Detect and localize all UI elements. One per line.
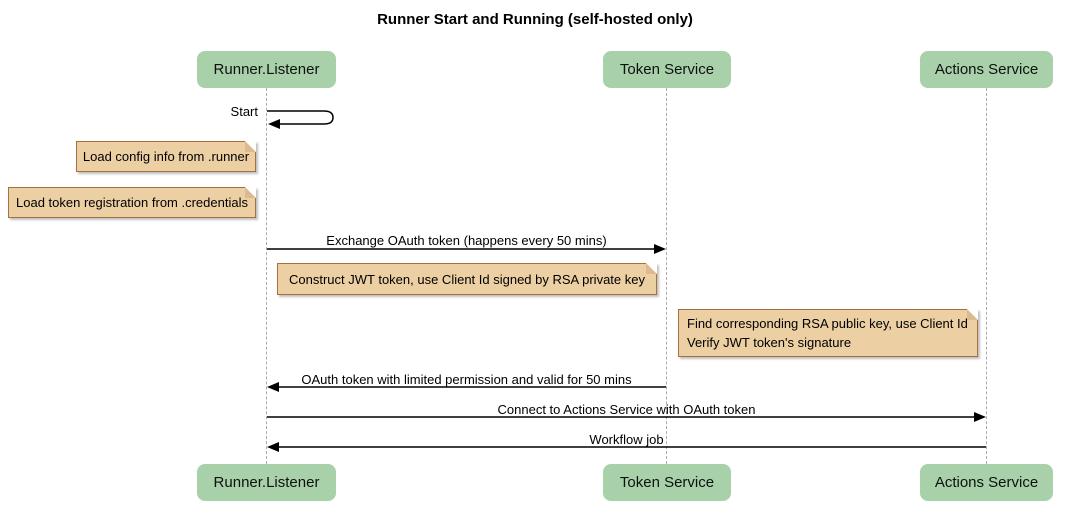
participant-label: Actions Service [934,61,1039,78]
message-workflow-job-label: Workflow job [589,432,664,447]
participant-actions-service-bottom: Actions Service [920,464,1053,501]
self-loop-arrow-line [267,110,334,125]
participant-token-service-bottom: Token Service [603,464,731,501]
participant-actions-service-top: Actions Service [920,51,1053,88]
participant-label: Runner.Listener [213,474,320,491]
note-text-line1: Find corresponding RSA public key, use C… [687,316,968,331]
lifeline-runner-listener [266,88,267,464]
lifeline-actions-service [986,88,987,464]
note-construct-jwt: Construct JWT token, use Client Id signe… [277,263,657,295]
note-verify-jwt: Find corresponding RSA public key, use C… [678,309,978,357]
diagram-title: Runner Start and Running (self-hosted on… [377,11,693,28]
note-text-line2: Verify JWT token's signature [687,335,852,350]
participant-runner-listener-top: Runner.Listener [197,51,336,88]
note-text: Construct JWT token, use Client Id signe… [289,271,645,287]
lifeline-token-service [666,88,667,464]
message-oauth-return-label: OAuth token with limited permission and … [301,372,632,387]
participant-label: Runner.Listener [213,61,320,78]
message-exchange-oauth-label: Exchange OAuth token (happens every 50 m… [326,233,607,248]
participant-runner-listener-bottom: Runner.Listener [197,464,336,501]
note-load-config: Load config info from .runner [76,141,256,172]
message-start-label: Start [230,104,258,119]
note-text: Load token registration from .credential… [16,195,248,210]
participant-label: Token Service [619,61,715,78]
participant-label: Token Service [619,474,715,491]
note-text: Load config info from .runner [82,149,250,164]
arrowhead-icon [268,119,280,129]
note-load-token-registration: Load token registration from .credential… [8,187,256,218]
participant-token-service-top: Token Service [603,51,731,88]
participant-label: Actions Service [934,474,1039,491]
message-connect-actions-label: Connect to Actions Service with OAuth to… [497,402,756,417]
